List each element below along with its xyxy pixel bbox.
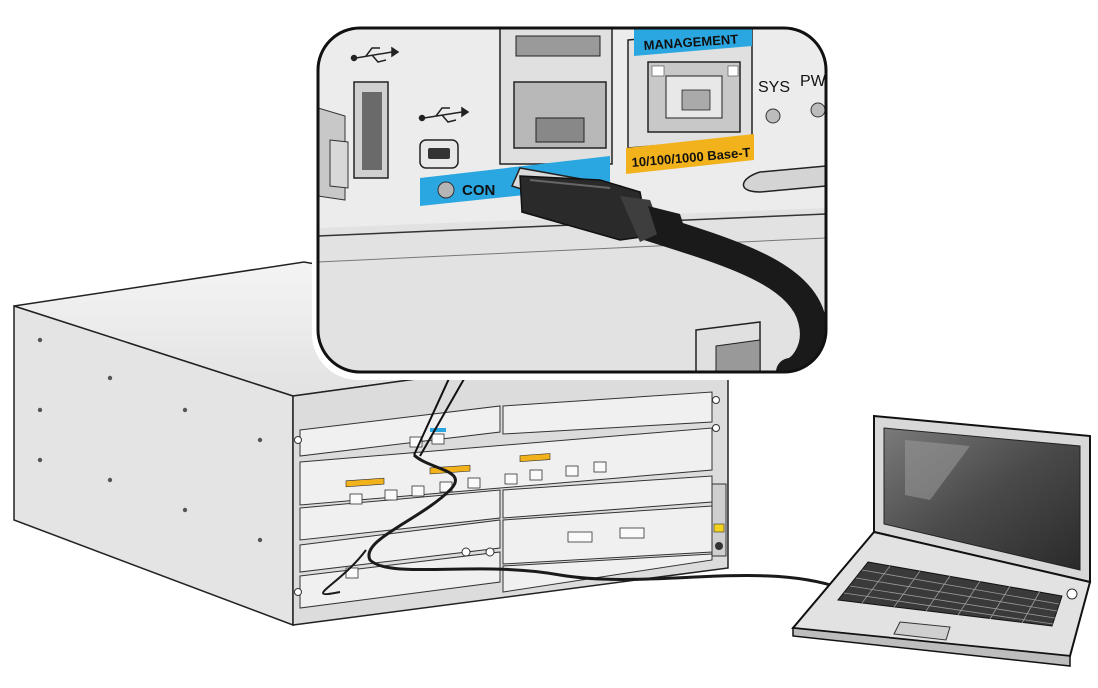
pwr-label: PW [800,73,827,90]
front-slots [299,391,713,609]
power-module [711,483,727,557]
console-led [437,181,455,199]
screen-glare [905,440,970,500]
front-screws [294,396,720,596]
keyboard-keys [843,565,1060,625]
laptop [791,414,1092,667]
power-indicator [713,523,725,533]
sys-label: SYS [758,79,790,96]
console-cable [367,453,841,590]
management-label: MANAGEMENT [643,31,738,53]
zoom-callout: CON MANAGEMENT 10/100/1000 Base-T SYS PW [312,22,832,380]
console-label: CON [462,182,495,199]
laptop-base-front [792,627,1071,667]
laptop-power-button [1066,588,1078,600]
panel-handle [742,165,826,193]
laptop-touchpad [893,621,951,641]
side-rivets [37,337,263,543]
router-ports [345,433,645,579]
mini-usb-port [419,139,459,169]
mini-usb-icon [418,106,470,123]
management-port: MANAGEMENT 10/100/1000 Base-T [626,28,754,174]
lower-port [695,321,761,372]
usb-port-1 [353,81,389,179]
usb-icon [350,46,400,63]
router-mgmt-strip [430,428,446,432]
power-switch [715,542,723,550]
callout-border [316,26,828,374]
pwr-led [810,102,826,118]
callout-pointer [413,371,469,457]
router-chassis [13,261,729,627]
console-cable-plug [510,167,826,372]
sys-led [765,108,781,124]
cable-loop [322,549,367,596]
console-port [499,28,613,165]
